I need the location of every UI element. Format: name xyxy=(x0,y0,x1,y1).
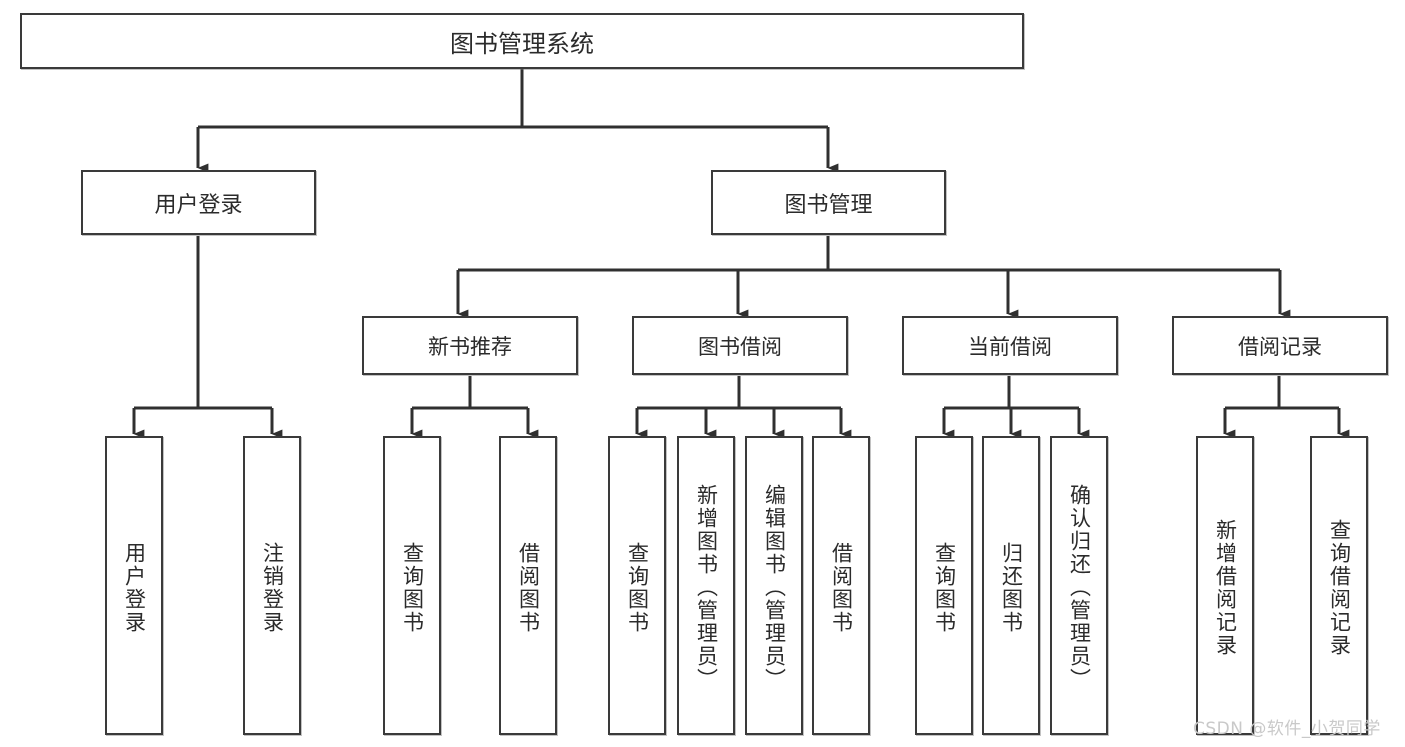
node-book-management[interactable]: 图书管理 xyxy=(711,170,946,235)
node-label: 查询图书 xyxy=(932,541,957,634)
node-label: 当前借阅 xyxy=(968,334,1052,359)
leaf-current-return-book[interactable]: 归还图书 xyxy=(982,436,1040,735)
leaf-current-confirm-return[interactable]: 确认归还（管理员） xyxy=(1050,436,1108,735)
leaf-record-query[interactable]: 查询借阅记录 xyxy=(1310,436,1368,735)
node-label: 归还图书 xyxy=(999,541,1024,634)
node-label: 图书借阅 xyxy=(698,334,782,359)
leaf-new-book-borrow[interactable]: 借阅图书 xyxy=(499,436,557,735)
leaf-current-query-book[interactable]: 查询图书 xyxy=(915,436,973,735)
node-label: 图书管理系统 xyxy=(450,29,594,58)
node-borrow-record[interactable]: 借阅记录 xyxy=(1172,316,1388,375)
node-user-login[interactable]: 用户登录 xyxy=(81,170,316,235)
node-current-borrow[interactable]: 当前借阅 xyxy=(902,316,1118,375)
node-label: 查询借阅记录 xyxy=(1327,518,1352,657)
leaf-user-login-login[interactable]: 用户登录 xyxy=(105,436,163,735)
node-label: 用户登录 xyxy=(154,192,243,218)
leaf-record-add[interactable]: 新增借阅记录 xyxy=(1196,436,1254,735)
node-label: 用户登录 xyxy=(122,541,147,634)
node-label: 查询图书 xyxy=(625,541,650,634)
node-label: 借阅图书 xyxy=(829,541,854,634)
leaf-borrow-edit-book[interactable]: 编辑图书（管理员） xyxy=(745,436,803,735)
node-label: 借阅图书 xyxy=(516,541,541,634)
leaf-borrow-query-book[interactable]: 查询图书 xyxy=(608,436,666,735)
node-new-book-recommend[interactable]: 新书推荐 xyxy=(362,316,578,375)
node-book-borrow[interactable]: 图书借阅 xyxy=(632,316,848,375)
node-label: 新增借阅记录 xyxy=(1213,518,1238,657)
leaf-new-book-query[interactable]: 查询图书 xyxy=(383,436,441,735)
leaf-user-login-logout[interactable]: 注销登录 xyxy=(243,436,301,735)
node-label: 图书管理 xyxy=(784,192,873,218)
node-label: 编辑图书（管理员） xyxy=(762,484,787,691)
node-label: 新书推荐 xyxy=(428,334,512,359)
leaf-borrow-borrow-book[interactable]: 借阅图书 xyxy=(812,436,870,735)
node-label: 新增图书（管理员） xyxy=(694,484,719,691)
node-label: 借阅记录 xyxy=(1238,334,1322,359)
node-label: 查询图书 xyxy=(400,541,425,634)
csdn-watermark: CSDN @软件_小贺同学 xyxy=(1193,719,1381,739)
leaf-borrow-add-book[interactable]: 新增图书（管理员） xyxy=(677,436,735,735)
node-label: 注销登录 xyxy=(260,541,285,634)
node-root-system[interactable]: 图书管理系统 xyxy=(20,13,1024,69)
node-label: 确认归还（管理员） xyxy=(1067,484,1092,691)
